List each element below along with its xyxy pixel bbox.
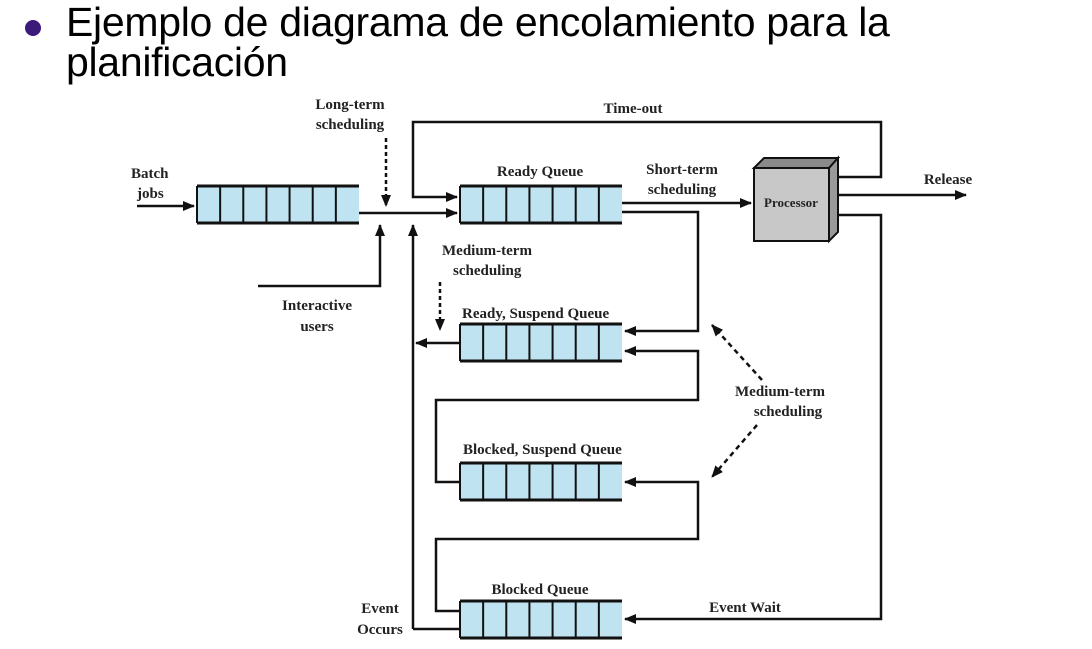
medium-term-left-label-2: scheduling xyxy=(453,263,522,279)
batch-jobs-label-2: jobs xyxy=(136,186,164,202)
queue-body xyxy=(460,601,622,638)
blocked-suspend-to-ready-suspend-arrow xyxy=(434,346,700,484)
batch-jobs-label: Batch xyxy=(131,166,169,182)
event-occurs-label-2: Occurs xyxy=(357,622,403,638)
interactive-users-label: Interactive xyxy=(282,298,352,314)
blocked-queue-label: Blocked Queue xyxy=(491,582,588,598)
medium-term-dashed-arrow-up xyxy=(711,324,763,381)
blocked-suspend-queue-label: Blocked, Suspend Queue xyxy=(463,442,622,458)
short-term-label: Short-term xyxy=(646,162,718,178)
title-line-2: planificación xyxy=(66,39,288,85)
processor-top xyxy=(751,157,841,169)
ready-suspend-queue xyxy=(459,322,622,363)
queue-body xyxy=(197,186,359,223)
event-wait-arrow xyxy=(624,213,883,624)
time-out-label: Time-out xyxy=(604,101,663,117)
batch-queue xyxy=(196,184,359,225)
queue-body xyxy=(460,463,622,500)
title-line-1: Ejemplo de diagrama de encolamiento para… xyxy=(66,0,890,45)
short-term-label-2: scheduling xyxy=(648,182,717,198)
medium-term-right-label: Medium-term xyxy=(735,384,825,400)
interactive-users-label-2: users xyxy=(300,319,333,335)
processor-side xyxy=(828,155,839,244)
processor: Processor xyxy=(751,155,841,244)
long-term-label-2: scheduling xyxy=(316,117,385,133)
blocked-to-blocked-suspend-arrow xyxy=(434,477,700,613)
timeout-arrow xyxy=(411,120,883,202)
suspend-ready-arrow xyxy=(622,210,700,336)
blocked-suspend-queue xyxy=(459,461,622,502)
event-wait-label: Event Wait xyxy=(709,600,781,616)
event-occurs-label: Event xyxy=(361,601,399,617)
slide-title: Ejemplo de diagrama de encolamiento para… xyxy=(66,0,890,85)
release-label: Release xyxy=(924,172,973,188)
medium-term-right-label-2: scheduling xyxy=(754,404,823,420)
interactive-users-arrow xyxy=(258,224,385,288)
processor-label: Processor xyxy=(764,195,818,210)
long-term-label: Long-term xyxy=(315,97,385,113)
ready-queue xyxy=(459,184,622,225)
ready-queue-label: Ready Queue xyxy=(497,164,584,180)
blocked-queue xyxy=(459,599,622,640)
queue-body xyxy=(460,324,622,361)
queue-body xyxy=(460,186,622,223)
bullet-icon xyxy=(25,20,41,36)
ready-suspend-queue-label: Ready, Suspend Queue xyxy=(462,306,609,322)
medium-term-left-label: Medium-term xyxy=(442,243,532,259)
medium-term-dashed-arrow-down xyxy=(711,424,758,478)
processor-front xyxy=(753,167,830,242)
